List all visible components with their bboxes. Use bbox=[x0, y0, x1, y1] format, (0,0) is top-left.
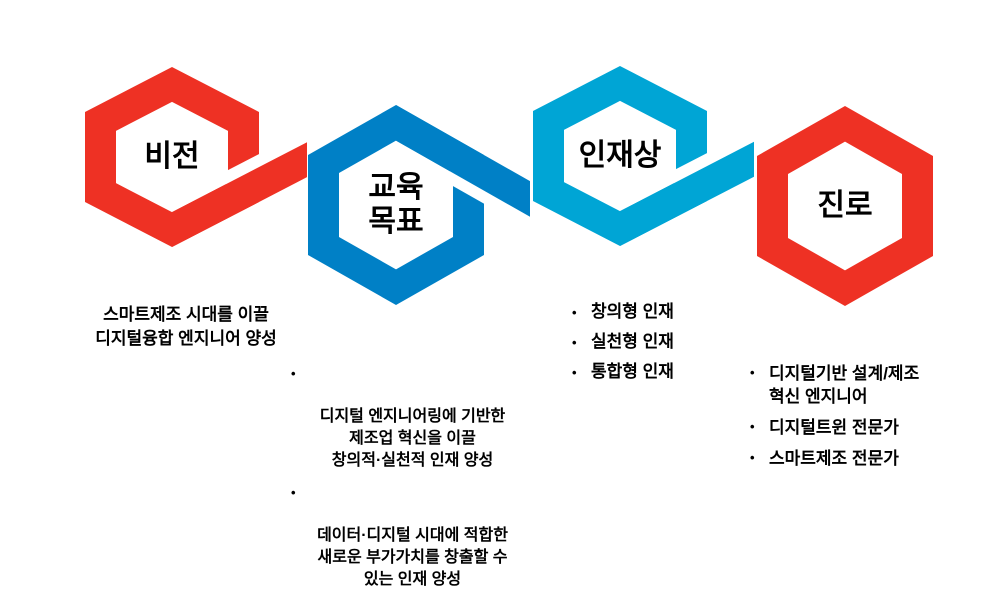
career-paths-list: • 디지털기반 설계/제조 혁신 엔지니어 • 디지털트윈 전문가 • 스마트제… bbox=[750, 362, 970, 478]
hexagon-label-career: 진로 bbox=[817, 189, 873, 222]
bullet-dot: • bbox=[572, 365, 577, 380]
hexagon-link-vision bbox=[85, 67, 307, 247]
bullet-dot: • bbox=[572, 335, 577, 350]
bullet-dot: • bbox=[291, 485, 296, 500]
ring-opening bbox=[226, 150, 265, 187]
bullet-item: • 창의형 인재 bbox=[572, 302, 722, 322]
vision-description-line: 스마트제조 시대를 이끌 bbox=[103, 305, 269, 324]
bullet-item: • 통합형 인재 bbox=[572, 362, 722, 382]
bullet-item: • 스마트제조 전문가 bbox=[750, 447, 970, 470]
hexagon-link-talent-profile bbox=[533, 66, 754, 246]
bullet-text: 통합형 인재 bbox=[591, 362, 674, 381]
bullet-text: 데이터·디지털 시대에 적합한 새로운 부가가치를 창출할 수 있는 인재 양성 bbox=[317, 527, 508, 588]
bullet-text: 디지털 엔지니어링에 기반한 제조업 혁신을 이끌 창의적·실천적 인재 양성 bbox=[319, 408, 506, 469]
bullet-dot: • bbox=[750, 365, 755, 380]
bullet-text: 디지털트윈 전문가 bbox=[769, 418, 899, 437]
bullet-text: 디지털기반 설계/제조 혁신 엔지니어 bbox=[769, 364, 920, 406]
link-connector-arm bbox=[396, 105, 530, 217]
hexagon-link-career bbox=[757, 106, 933, 306]
vision-description-line: 디지털융합 엔지니어 양성 bbox=[95, 329, 277, 348]
link-connector-arm bbox=[172, 142, 307, 247]
education-goals-list: • 디지털 엔지니어링에 기반한 제조업 혁신을 이끌 창의적·실천적 인재 양… bbox=[285, 362, 540, 591]
bullet-text: 창의형 인재 bbox=[591, 302, 674, 321]
bullet-text: 스마트제조 전문가 bbox=[769, 449, 899, 468]
bullet-item: • 데이터·디지털 시대에 적합한 새로운 부가가치를 창출할 수 있는 인재 … bbox=[285, 481, 540, 591]
hexagon-label-vision: 비전 bbox=[144, 140, 200, 173]
bullet-item: • 디지털트윈 전문가 bbox=[750, 416, 970, 439]
ring-opening bbox=[450, 169, 489, 207]
hexagon-label-education-goals: 교육 목표 bbox=[368, 171, 424, 238]
bullet-item: • 디지털 엔지니어링에 기반한 제조업 혁신을 이끌 창의적·실천적 인재 양… bbox=[285, 362, 540, 472]
ring-opening bbox=[674, 149, 713, 186]
vision-description: 스마트제조 시대를 이끌 디지털융합 엔지니어 양성 bbox=[66, 303, 306, 351]
hexagon-link-education-goals bbox=[308, 105, 530, 305]
hexagon-ring bbox=[757, 106, 933, 306]
bullet-dot: • bbox=[572, 305, 577, 320]
bullet-item: • 실천형 인재 bbox=[572, 332, 722, 352]
talent-profile-list: • 창의형 인재 • 실천형 인재 • 통합형 인재 bbox=[572, 302, 722, 392]
hexagon-label-talent-profile: 인재상 bbox=[578, 139, 662, 172]
bullet-dot: • bbox=[750, 450, 755, 465]
bullet-text: 실천형 인재 bbox=[591, 332, 674, 351]
bullet-item: • 디지털기반 설계/제조 혁신 엔지니어 bbox=[750, 362, 970, 408]
bullet-dot: • bbox=[291, 366, 296, 381]
bullet-dot: • bbox=[750, 419, 755, 434]
link-connector-arm bbox=[620, 141, 754, 246]
